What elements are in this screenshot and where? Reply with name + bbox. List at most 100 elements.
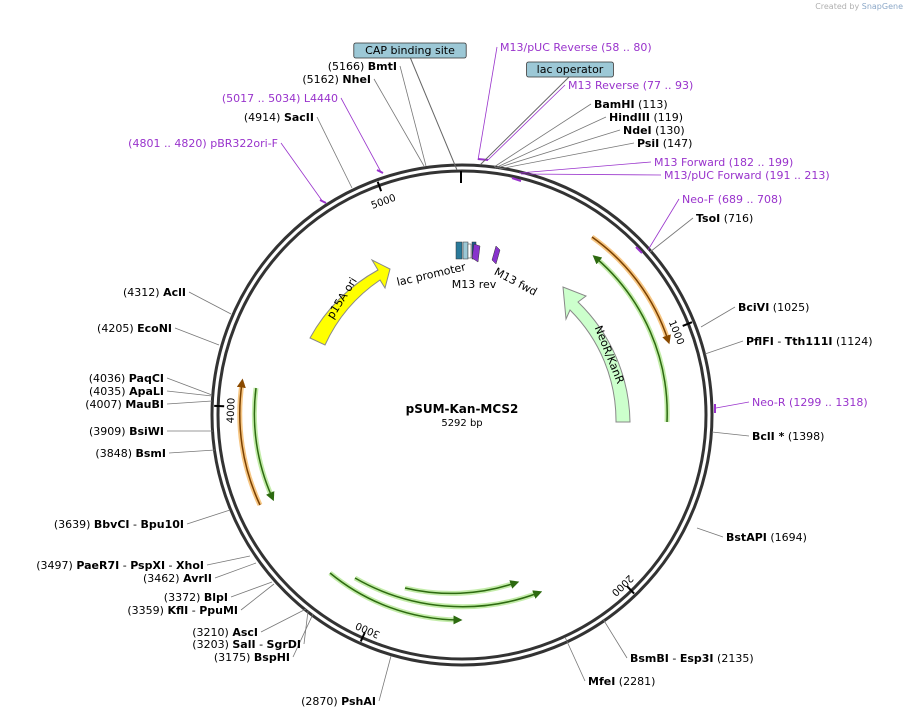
primer-label: M13 Reverse (77 .. 93) bbox=[487, 79, 694, 161]
feature-p15A-ori: p15A ori bbox=[309, 258, 391, 346]
primer-name: M13 Reverse bbox=[568, 79, 639, 92]
site-position: (2281) bbox=[619, 675, 656, 688]
svg-text:(3175) BspHI: (3175) BspHI bbox=[214, 651, 290, 664]
site-position: (1124) bbox=[836, 335, 873, 348]
site-label: BciVI (1025) bbox=[700, 301, 809, 328]
site-name: PaeR7I bbox=[76, 559, 119, 572]
site-label: (4914) SacII bbox=[244, 111, 353, 189]
svg-text:(3909) BsiWI: (3909) BsiWI bbox=[89, 425, 164, 438]
svg-text:M13/pUC Reverse (58 .. 80): M13/pUC Reverse (58 .. 80) bbox=[500, 41, 652, 54]
site-name: Tth111I bbox=[785, 335, 833, 348]
site-label: (3848) BsmI bbox=[95, 447, 216, 460]
site-label: (4312) AclI bbox=[123, 286, 232, 315]
primer-label: M13 Forward (182 .. 199) bbox=[518, 156, 793, 174]
site-label: BclI * (1398) bbox=[711, 430, 824, 443]
site-name: BclI * bbox=[752, 430, 785, 443]
svg-text:(4035) ApaLI: (4035) ApaLI bbox=[89, 385, 164, 398]
site-position: (3497) bbox=[36, 559, 73, 572]
svg-text:BsmBI - Esp3I (2135): BsmBI - Esp3I (2135) bbox=[630, 652, 754, 665]
site-label: BstAPI (1694) bbox=[696, 527, 807, 544]
svg-text:BciVI (1025): BciVI (1025) bbox=[738, 301, 809, 314]
primer-name: L4440 bbox=[304, 92, 338, 105]
primer-range: (5017 .. 5034) bbox=[222, 92, 301, 105]
site-label: (3175) BspHI bbox=[214, 613, 314, 664]
svg-text:BamHI (113): BamHI (113) bbox=[594, 98, 668, 111]
site-name: BamHI bbox=[594, 98, 635, 111]
site-name: ApaLI bbox=[129, 385, 164, 398]
svg-text:(3848) BsmI: (3848) BsmI bbox=[95, 447, 166, 460]
backbone-outer bbox=[210, 163, 714, 667]
site-position: (119) bbox=[653, 111, 683, 124]
svg-text:(4801 .. 4820) pBR322ori-F: (4801 .. 4820) pBR322ori-F bbox=[128, 137, 278, 150]
site-label: (4036) PaqCI bbox=[89, 372, 213, 396]
plasmid-name: pSUM-Kan-MCS2 bbox=[406, 402, 519, 416]
site-position: (3909) bbox=[89, 425, 126, 438]
primer-name: M13/pUC Reverse bbox=[500, 41, 598, 54]
site-name: XhoI bbox=[176, 559, 204, 572]
primer-range: (689 .. 708) bbox=[718, 193, 783, 206]
site-label: PsiI (147) bbox=[498, 137, 692, 170]
site-label: (3359) KflI - PpuMI bbox=[127, 583, 275, 617]
site-name: Bpu10I bbox=[141, 518, 185, 531]
site-label: MfeI (2281) bbox=[564, 636, 656, 688]
svg-text:M13/pUC Forward (191 .. 213): M13/pUC Forward (191 .. 213) bbox=[664, 169, 830, 182]
backbone-tick-label: 4000 bbox=[226, 398, 238, 424]
site-position: (3359) bbox=[127, 604, 164, 617]
svg-text:(5166) BmtI: (5166) BmtI bbox=[328, 60, 397, 73]
site-name: NdeI bbox=[623, 124, 652, 137]
site-label: (5162) NheI bbox=[302, 73, 425, 167]
svg-text:(3639) BbvCI - Bpu10I: (3639) BbvCI - Bpu10I bbox=[54, 518, 184, 531]
feature-box-text: lac operator bbox=[537, 63, 604, 76]
svg-text:(3372) BlpI: (3372) BlpI bbox=[164, 591, 228, 604]
site-name: BmtI bbox=[368, 60, 397, 73]
backbone-tick bbox=[359, 631, 366, 642]
site-name: PshAI bbox=[341, 695, 376, 708]
site-position: (4914) bbox=[244, 111, 281, 124]
backbone-tick bbox=[682, 321, 693, 327]
site-position: (3210) bbox=[192, 626, 229, 639]
feature-m13-fwd-label: M13 fwd bbox=[492, 265, 539, 298]
site-position: (4035) bbox=[89, 385, 126, 398]
site-name: BsmI bbox=[136, 447, 167, 460]
site-name: HindIII bbox=[609, 111, 650, 124]
primer-name: Neo-R bbox=[752, 396, 786, 409]
annotation-labels: CAP binding site M13/pUC Reverse (58 .. 8… bbox=[36, 41, 872, 708]
svg-text:(4007) MauBI: (4007) MauBI bbox=[85, 398, 164, 411]
site-position: (4007) bbox=[85, 398, 122, 411]
site-name: BciVI bbox=[738, 301, 769, 314]
backbone-tick-label: 1000 bbox=[666, 319, 686, 347]
svg-text:(3210) AscI: (3210) AscI bbox=[192, 626, 258, 639]
site-name: EcoNI bbox=[137, 322, 172, 335]
feature-box-label: CAP binding site bbox=[353, 42, 467, 171]
svg-text:(4312) AclI: (4312) AclI bbox=[123, 286, 186, 299]
svg-text:HindIII (119): HindIII (119) bbox=[609, 111, 683, 124]
feature-m13-rev-label: M13 rev bbox=[452, 278, 497, 291]
primer-range: (191 .. 213) bbox=[765, 169, 830, 182]
site-position: (716) bbox=[724, 212, 754, 225]
site-position: (5162) bbox=[302, 73, 339, 86]
site-position: (2135) bbox=[717, 652, 754, 665]
svg-text:(3497) PaeR7I - PspXI - Xho: (3497) PaeR7I - PspXI - XhoI bbox=[36, 559, 204, 572]
site-label: (2870) PshAI bbox=[301, 655, 392, 708]
primer-label: Neo-F (689 .. 708) bbox=[647, 193, 782, 251]
svg-text:PsiI (147): PsiI (147) bbox=[637, 137, 692, 150]
primer-label: M13/pUC Forward (191 .. 213) bbox=[520, 169, 830, 182]
site-name: PpuMI bbox=[199, 604, 238, 617]
svg-text:NdeI (130): NdeI (130) bbox=[623, 124, 685, 137]
primer-range: (1299 .. 1318) bbox=[789, 396, 868, 409]
site-name: NheI bbox=[342, 73, 371, 86]
site-position: (3372) bbox=[164, 591, 201, 604]
primer-name: Neo-F bbox=[682, 193, 714, 206]
svg-text:M13 Forward (182 .. 199): M13 Forward (182 .. 199) bbox=[654, 156, 793, 169]
site-position: (4036) bbox=[89, 372, 126, 385]
svg-text:(2870) PshAI: (2870) PshAI bbox=[301, 695, 376, 708]
backbone-tick bbox=[376, 181, 383, 192]
primer-range: (4801 .. 4820) bbox=[128, 137, 207, 150]
site-label: (3909) BsiWI bbox=[89, 425, 213, 438]
svg-text:PflFI - Tth111I (1124): PflFI - Tth111I (1124) bbox=[746, 335, 873, 348]
svg-text:Neo-F (689 .. 708): Neo-F (689 .. 708) bbox=[682, 193, 782, 206]
feature-box-label: lac operator bbox=[479, 61, 614, 166]
primer-range: (77 .. 93) bbox=[643, 79, 694, 92]
svg-text:TsoI (716): TsoI (716) bbox=[696, 212, 753, 225]
site-name: SgrDI bbox=[267, 638, 301, 651]
